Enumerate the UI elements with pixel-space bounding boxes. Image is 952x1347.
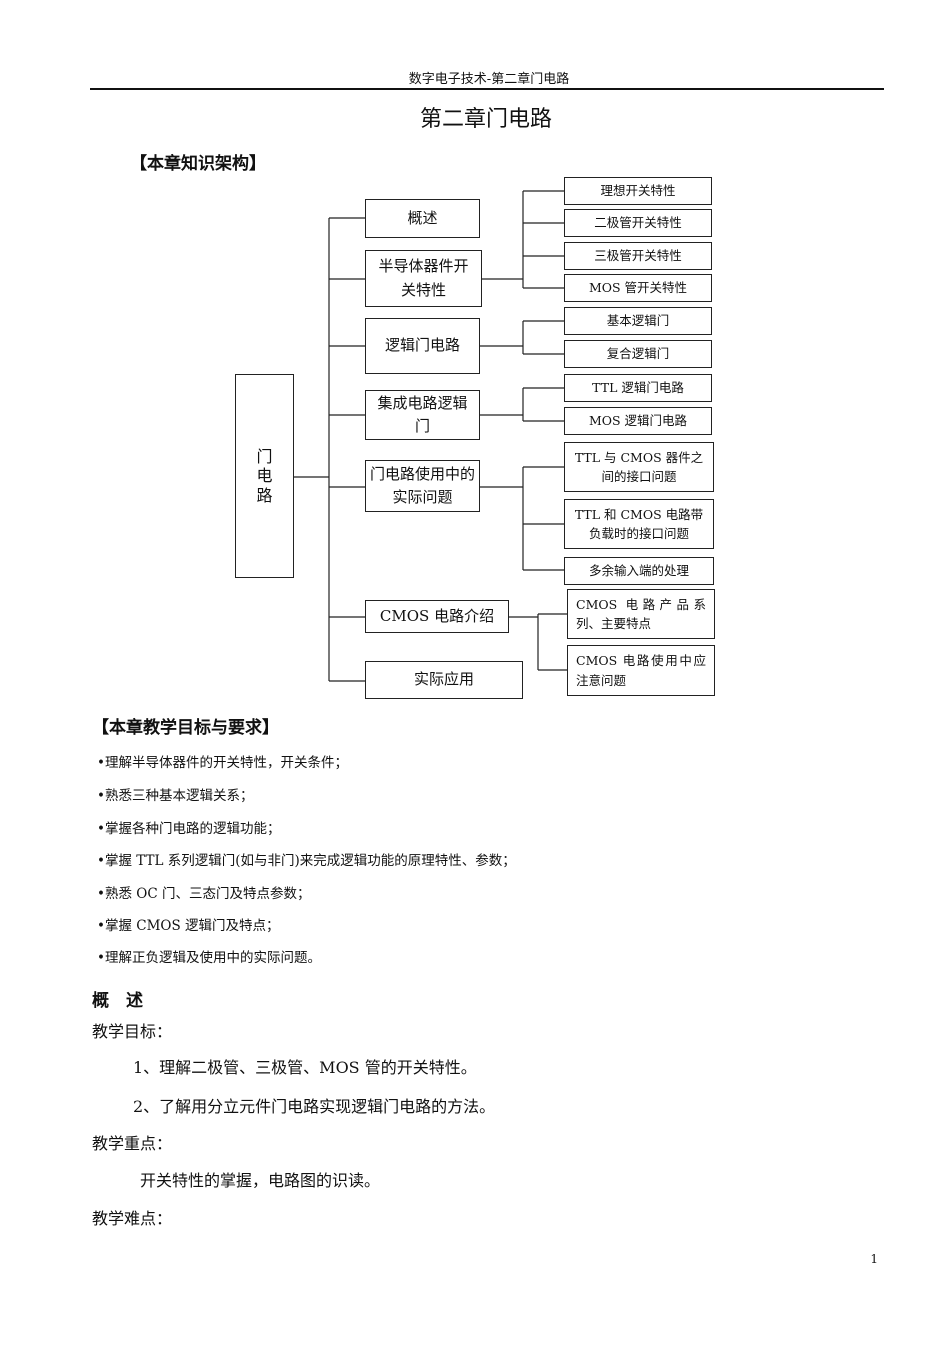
node-semiconductor: 半导体器件开关特性 (365, 250, 482, 307)
leaf-load-interface: TTL 和 CMOS 电路带负载时的接口问题 (564, 499, 714, 549)
teaching-goal-item: 2、了解用分立元件门电路实现逻辑门电路的方法。 (133, 1097, 496, 1116)
teaching-difficulty-label: 教学难点： (92, 1209, 173, 1228)
objective-item: •掌握 CMOS 逻辑门及特点； (97, 918, 280, 934)
node-application: 实际应用 (365, 661, 523, 699)
leaf-ttl-gate: TTL 逻辑门电路 (564, 374, 712, 402)
leaf-transistor-switch: 三极管开关特性 (564, 242, 712, 270)
leaf-cmos-precautions: CMOS 电路使用中应注意问题 (567, 645, 715, 696)
node-overview: 概述 (365, 199, 480, 238)
node-integrated: 集成电路逻辑门 (365, 390, 480, 440)
running-header: 数字电子技术-第二章门电路 (408, 72, 570, 87)
node-practical-issues: 门电路使用中的实际问题 (365, 460, 480, 512)
page-number: 1 (870, 1252, 878, 1266)
leaf-mos-gate: MOS 逻辑门电路 (564, 407, 712, 435)
objective-item: •掌握各种门电路的逻辑功能； (97, 821, 281, 837)
chapter-title: 第二章门电路 (419, 107, 552, 132)
leaf-compound-gate: 复合逻辑门 (564, 340, 712, 368)
leaf-ideal-switch: 理想开关特性 (564, 177, 712, 205)
root-node: 门电路 (235, 374, 294, 578)
objective-item: •熟悉三种基本逻辑关系； (97, 788, 254, 804)
leaf-mos-switch: MOS 管开关特性 (564, 274, 712, 302)
objective-item: •理解半导体器件的开关特性，开关条件； (97, 755, 348, 771)
leaf-unused-inputs: 多余输入端的处理 (564, 557, 714, 585)
overview-heading: 概 述 (92, 991, 143, 1011)
node-cmos: CMOS 电路介绍 (365, 600, 509, 633)
teaching-key-label: 教学重点： (92, 1134, 173, 1153)
header-rule (90, 88, 884, 90)
teaching-goal-item: 1、理解二极管、三极管、MOS 管的开关特性。 (133, 1058, 477, 1077)
leaf-ttl-cmos-interface: TTL 与 CMOS 器件之间的接口问题 (564, 442, 714, 492)
leaf-cmos-products: CMOS 电路产品系列、主要特点 (567, 589, 715, 639)
teaching-key-text: 开关特性的掌握，电路图的识读。 (140, 1171, 381, 1190)
node-logic-gate: 逻辑门电路 (365, 318, 480, 374)
objective-item: •掌握 TTL 系列逻辑门(如与非门)来完成逻辑功能的原理特性、参数； (97, 853, 516, 869)
root-label: 门电路 (256, 447, 273, 505)
objectives-heading: 【本章教学目标与要求】 (92, 718, 279, 738)
teaching-goal-label: 教学目标： (92, 1022, 173, 1041)
objective-item: •理解正负逻辑及使用中的实际问题。 (97, 950, 321, 966)
leaf-basic-gate: 基本逻辑门 (564, 307, 712, 335)
knowledge-structure-heading: 【本章知识架构】 (130, 154, 266, 174)
leaf-diode-switch: 二极管开关特性 (564, 209, 712, 237)
objective-item: •熟悉 OC 门、三态门及特点参数； (97, 886, 311, 902)
